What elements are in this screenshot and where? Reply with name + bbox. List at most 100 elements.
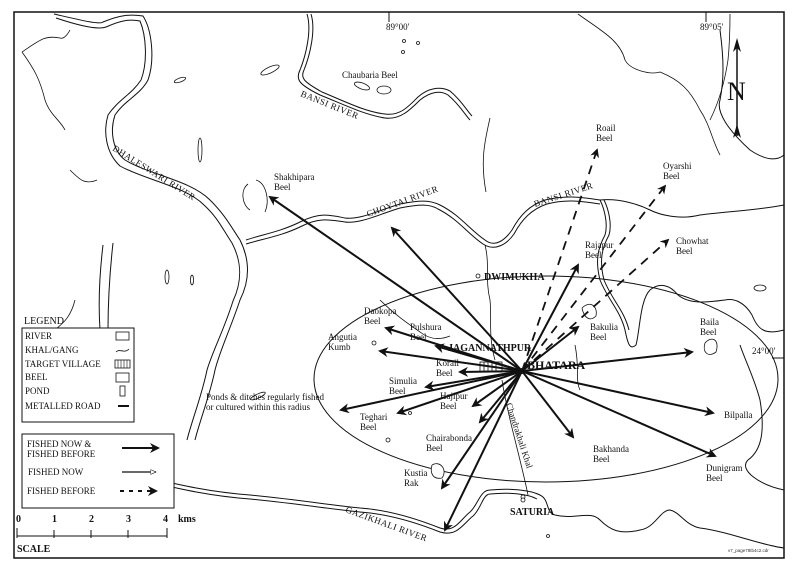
beel-label-korail-2: Beel [436, 368, 453, 378]
file-reference: v7_page78tb4c2.cdr [728, 548, 769, 553]
gazikhali-river [149, 477, 785, 549]
baila-beel-shape [703, 338, 718, 355]
scale-tick-2: 2 [89, 514, 94, 525]
arrow-to-bilpalla [521, 370, 715, 417]
dhaleswari-river [53, 13, 248, 441]
beel-label-teghari-2: Beel [360, 422, 377, 432]
pond-symbol-icon [119, 385, 126, 397]
arrow-to-chowhat [521, 238, 670, 372]
beel-label-angutia-2: Kumb [328, 342, 351, 352]
map-frame [13, 11, 785, 559]
legend-item-pond: POND [25, 386, 50, 396]
arrow-to-dunigram [521, 370, 717, 458]
beel-symbol-icon [115, 372, 130, 383]
beel-label-rajapur-2: Beel [585, 250, 602, 260]
scale-tick-0: 0 [16, 514, 21, 525]
scale-tick-4: 4 [163, 514, 168, 525]
beel-shapes [164, 39, 767, 538]
beel-label-kustia-1: Kustia [404, 468, 428, 478]
arrow-to-korail [458, 366, 523, 377]
legend-item-road: METALLED ROAD [25, 401, 101, 411]
chaubaria-beel-shape-2 [376, 85, 392, 95]
legend-item-beel: BEEL [25, 372, 48, 382]
arrow-to-roail [521, 148, 599, 372]
beel-label-roail-2: Beel [596, 133, 613, 143]
legend-arrow-now-before-1: FISHED NOW & [27, 439, 91, 449]
beel-label-chowhat-1: Chowhat [676, 236, 709, 246]
beel-label-pulshura-1: Pulshura [410, 322, 442, 332]
beel-label-hajipur-1: Hajipur [440, 391, 468, 401]
arrow-to-rajapur [521, 263, 579, 372]
beel-label-chairabonda-2: Beel [426, 443, 443, 453]
shakhipara-beel-shape [242, 179, 268, 213]
saturia-marker [520, 497, 526, 503]
arrow-to-bakulia [521, 325, 580, 372]
arrow-to-gazikhali [443, 370, 523, 532]
arrow-to-kustia [440, 370, 523, 490]
beel-label-daokopa-2: Beel [364, 316, 381, 326]
fishing-radius-ellipse [313, 275, 779, 483]
beel-label-chairabonda-1: Chairabonda [426, 433, 472, 443]
east-river [718, 29, 785, 491]
beel-label-pulshura-2: Beel [410, 332, 427, 342]
arrow-to-radius-edge [339, 370, 523, 414]
bansi-river-top [297, 13, 473, 121]
scale-title: SCALE [17, 544, 51, 555]
small-beel-east [753, 284, 767, 292]
beel-label-bilpalla: Bilpalla [724, 410, 753, 420]
scale-tick-3: 3 [126, 514, 131, 525]
lat-label: 24°00' [752, 346, 776, 356]
beel-label-daokopa-1: Daokopa [364, 306, 397, 316]
legend-item-khal: KHAL/GANG [25, 345, 79, 355]
gazikhali-river-label: GAZIKHALI RIVER [344, 504, 428, 543]
village-symbol-icon [114, 359, 131, 369]
beel-label-shakhipara-2: Beel [274, 182, 291, 192]
lon-label-1: 89°00' [386, 22, 410, 32]
beel-label-simulia-1: Simulia [389, 376, 417, 386]
legend-title: LEGEND [24, 316, 64, 327]
choytai-river [245, 196, 601, 248]
village-dwimukha-label: DWIMUKHA [484, 272, 545, 283]
beel-label-oyarshi-2: Beel [663, 171, 680, 181]
legend-item-river: RIVER [25, 331, 52, 341]
legend-symbols-box: RIVER KHAL/GANG TARGET VILLAGE BEEL POND… [21, 327, 135, 423]
village-saturia-label: SATURIA [510, 507, 555, 518]
arrow-to-choytai [390, 226, 523, 372]
legend-arrow-before: FISHED BEFORE [27, 486, 96, 496]
beel-label-dunigram-2: Beel [706, 473, 723, 483]
beel-label-angutia-1: Angutia [328, 332, 357, 342]
radius-note-line-1: Ponds & ditches regularly fished [206, 392, 324, 402]
scale-bar: 0 1 2 3 4 kms SCALE [16, 514, 196, 555]
legend-arrow-now: FISHED NOW [28, 467, 84, 477]
beel-label-oyarshi-1: Oyarshi [663, 161, 692, 171]
beel-label-korail-1: Korail [436, 358, 459, 368]
arrow-to-teghari [396, 370, 523, 416]
kustia-rak-shape [430, 463, 445, 479]
arrow-to-hajipur [471, 370, 523, 408]
scale-tick-1: 1 [52, 514, 57, 525]
bansi-river-east [597, 199, 785, 348]
legend-item-target-village: TARGET VILLAGE [25, 359, 101, 369]
arrow-to-angutia [378, 347, 523, 372]
arrows-fished-before [521, 148, 670, 372]
beel-label-baila-1: Baila [700, 317, 719, 327]
river-symbol-icon [115, 331, 130, 341]
north-arrow: N [727, 38, 746, 138]
beel-label-baila-2: Beel [700, 327, 717, 337]
beel-label-dunigram-1: Dunigram [706, 463, 743, 473]
chandrakhali-khal [501, 379, 529, 496]
legend-arrows-box: FISHED NOW & FISHED BEFORE FISHED NOW FI… [21, 433, 175, 509]
beel-label-teghari-1: Teghari [360, 412, 388, 422]
scale-unit: kms [178, 514, 196, 525]
beel-label-bakhanda-1: Bakhanda [593, 444, 629, 454]
chaubaria-beel-shape [354, 81, 370, 91]
legend-arrow-now-before-2: FISHED BEFORE [27, 449, 96, 459]
dhaleswari-river-label: DHALESWARI RIVER [111, 143, 197, 202]
beel-label-bakulia-1: Bakulia [590, 322, 618, 332]
radius-note-line-2: or cultured within this radius [206, 402, 310, 412]
beel-label-shakhipara-1: Shakhipara [274, 172, 315, 182]
dwimukha-marker [475, 273, 481, 279]
arrow-to-oyarshi [521, 184, 667, 372]
beel-label-chowhat-2: Beel [676, 246, 693, 256]
